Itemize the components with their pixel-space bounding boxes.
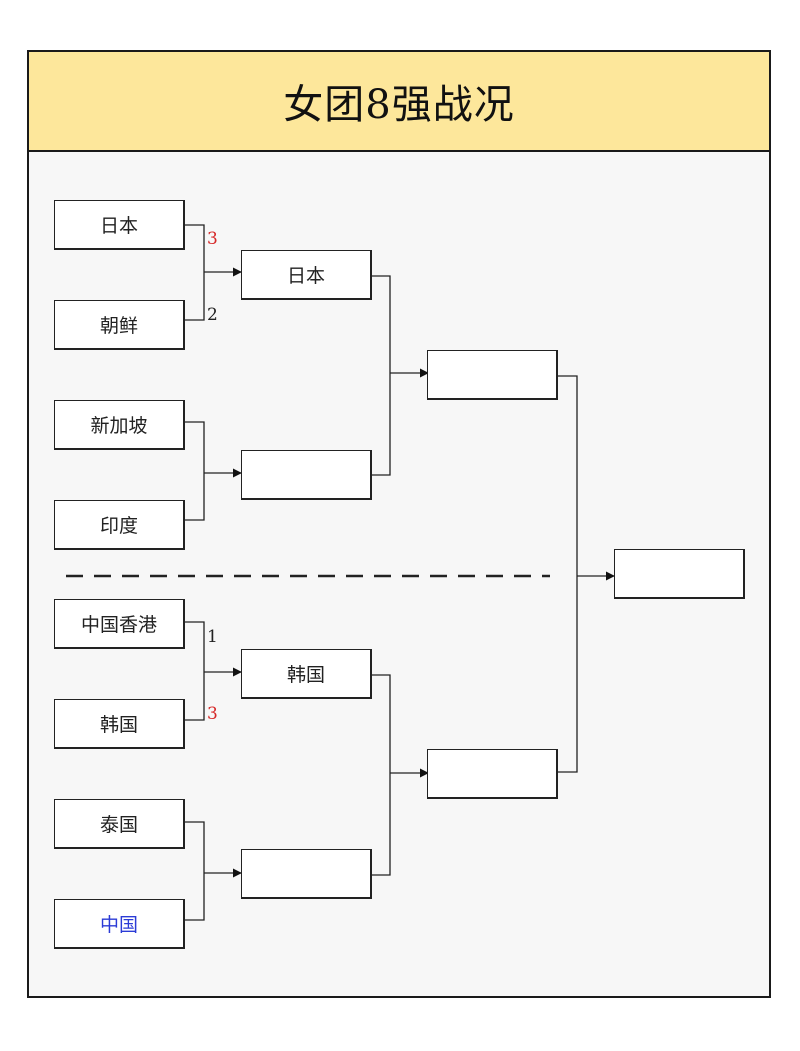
connector-qf-bottom <box>372 674 391 876</box>
qf-box-3: 韩国 <box>241 649 372 699</box>
qf-box-4 <box>241 849 372 899</box>
team-name: 中国 <box>99 914 138 936</box>
sf-box-1 <box>427 350 558 400</box>
connector-r1-m1 <box>185 224 205 321</box>
score-match3-bottom: 3 <box>207 704 218 724</box>
qf-box-2 <box>241 450 372 500</box>
team-box-r1-6: 韩国 <box>54 699 185 749</box>
team-name: 韩国 <box>99 714 138 736</box>
sf-box-2 <box>427 749 558 799</box>
team-name: 韩国 <box>286 664 325 686</box>
final-box <box>614 549 745 599</box>
team-box-r1-4: 印度 <box>54 500 185 550</box>
team-box-r1-1: 日本 <box>54 200 185 250</box>
connector-qf-top <box>372 275 391 476</box>
team-name: 新加坡 <box>90 415 148 437</box>
qf-box-1: 日本 <box>241 250 372 300</box>
team-name: 日本 <box>99 215 138 237</box>
connector-r1-m3 <box>185 621 205 721</box>
connector-sf <box>558 375 578 773</box>
connector-r1-m2 <box>185 421 205 521</box>
team-name: 日本 <box>286 265 325 287</box>
team-box-r1-5: 中国香港 <box>54 599 185 649</box>
team-name: 印度 <box>99 515 138 537</box>
title-bar: 女团8强战况 <box>29 52 769 152</box>
team-name: 朝鲜 <box>99 315 138 337</box>
team-box-r1-8: 中国 <box>54 899 185 949</box>
score-match1-bottom: 2 <box>207 305 218 325</box>
score-match1-top: 3 <box>207 229 218 249</box>
connector-r1-m4 <box>185 821 205 921</box>
team-box-r1-7: 泰国 <box>54 799 185 849</box>
page-title: 女团8强战况 <box>283 82 515 128</box>
score-match3-top: 1 <box>207 627 218 647</box>
team-box-r1-2: 朝鲜 <box>54 300 185 350</box>
team-name: 中国香港 <box>80 614 157 636</box>
team-box-r1-3: 新加坡 <box>54 400 185 450</box>
team-name: 泰国 <box>99 814 138 836</box>
